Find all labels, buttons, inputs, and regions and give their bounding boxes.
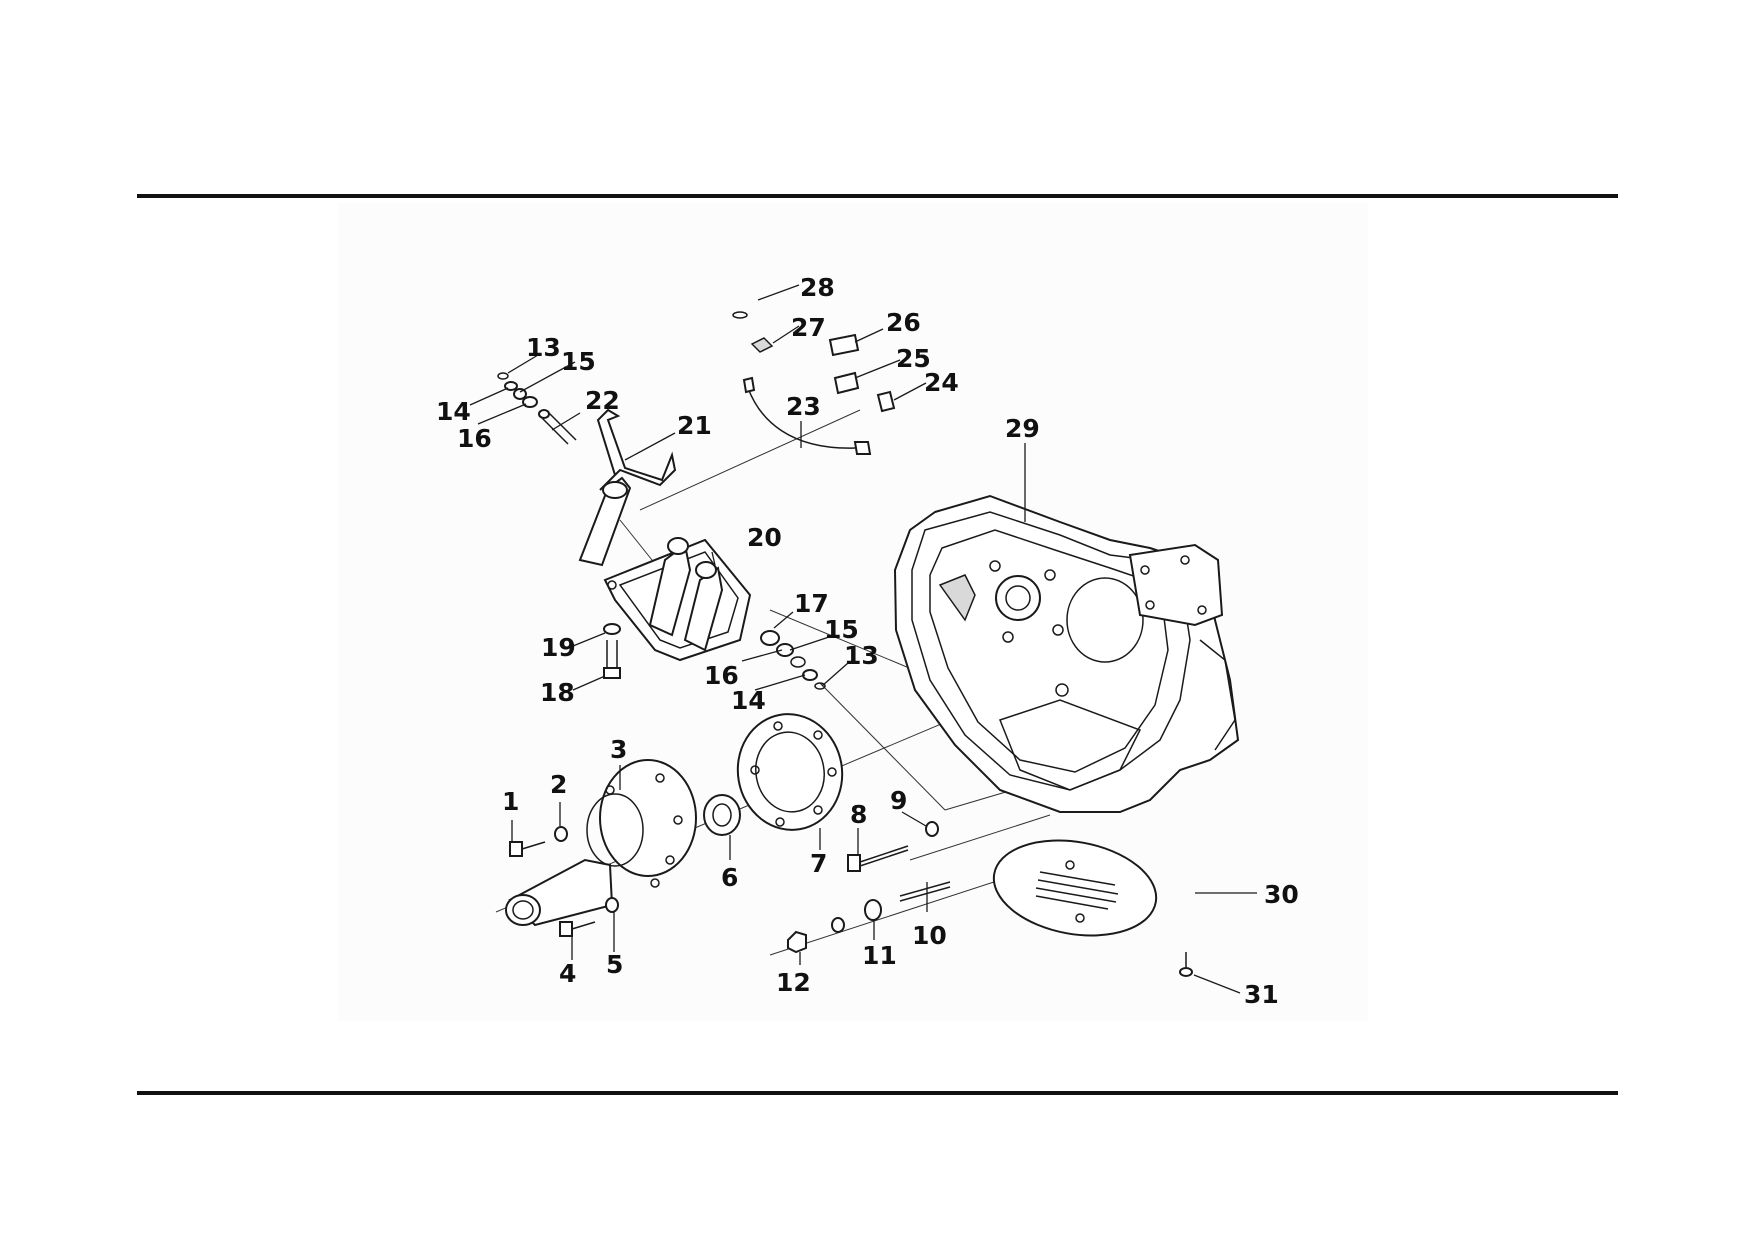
bottom-rule [137,1091,1618,1095]
callout-22: 22 [585,386,620,415]
callout-21: 21 [677,411,712,440]
input-shaft-flange [505,759,697,927]
callout-19: 19 [541,633,576,662]
hose-fittings [732,311,896,413]
callout-20: 20 [747,523,782,552]
fork-pin [538,409,577,445]
callout-10: 10 [912,921,947,950]
inspection-cover [992,839,1158,937]
callout-15-lower: 15 [824,615,859,644]
cover-screw [1179,952,1193,977]
lubrication-hose [742,376,872,455]
top-rule [137,194,1618,198]
callout-27: 27 [791,313,826,342]
leader-lines [469,284,1257,994]
callout-1: 1 [502,787,519,816]
release-lever-bracket [603,537,752,662]
callout-6: 6 [721,863,738,892]
callout-12: 12 [776,968,811,997]
clutch-housing [893,494,1240,813]
flange-fasteners [509,826,619,937]
callout-2: 2 [550,770,567,799]
callout-25: 25 [896,344,931,373]
callout-16-upper: 16 [457,424,492,453]
callout-18: 18 [540,678,575,707]
callout-labels: 1 2 3 4 5 6 7 8 9 10 11 12 13 13 14 14 1… [436,273,1299,1009]
callout-13-upper: 13 [526,333,561,362]
callout-17: 17 [794,589,829,618]
callout-5: 5 [606,950,623,979]
callout-13-lower: 13 [844,641,879,670]
upper-washer-stack [497,372,538,408]
callout-26: 26 [886,308,921,337]
callout-3: 3 [610,735,627,764]
housing-fasteners [787,821,951,954]
callout-9: 9 [890,786,907,815]
lower-washer-stack [760,630,826,690]
callout-30: 30 [1264,880,1299,909]
callout-28: 28 [800,273,835,302]
callout-8: 8 [850,800,867,829]
callout-16-lower: 16 [704,661,739,690]
callout-7: 7 [810,849,827,878]
bracket-bolt [603,623,621,679]
callout-14-upper: 14 [436,397,471,426]
flange-gasket [736,713,844,831]
callout-24: 24 [924,368,959,397]
callout-23: 23 [786,392,821,421]
callout-15-upper: 15 [561,347,596,376]
callout-11: 11 [862,941,897,970]
callout-4: 4 [559,959,576,988]
release-fork [578,408,677,567]
callout-31: 31 [1244,980,1279,1009]
callout-14-lower: 14 [731,686,766,715]
oil-seal [703,794,741,836]
callout-29: 29 [1005,414,1040,443]
